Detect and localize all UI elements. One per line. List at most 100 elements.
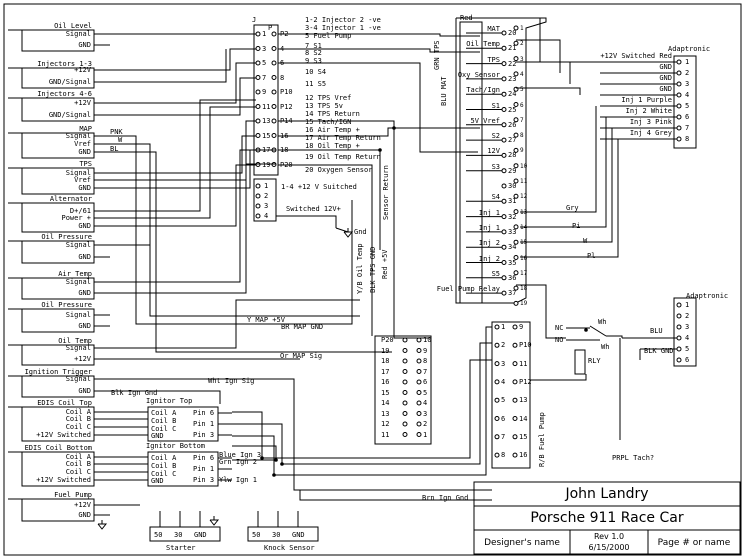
sensor-pin-label: +12V xyxy=(74,501,91,509)
dsub-pin-number: 32 xyxy=(508,212,517,221)
fp-pin xyxy=(512,342,518,348)
dsub-right-pin-number: 9 xyxy=(520,147,524,155)
gnd-symbol xyxy=(343,231,354,238)
sensor-pin-label: +12V Switched xyxy=(36,476,91,484)
adaptronic-top-pin-number: 5 xyxy=(685,102,690,110)
dsub-red-label: Red xyxy=(460,14,473,22)
connector-j-function: 14 TPS Return xyxy=(305,110,360,118)
ignitor-left-label: Coil B xyxy=(151,416,177,425)
dsub-pin-number: 34 xyxy=(508,243,517,252)
ignitor-right-label: Pin 1 xyxy=(193,420,215,429)
wht-ign-label: Wht Ign Sig xyxy=(208,377,255,385)
connector-j-function: 16 Air Temp + xyxy=(305,126,360,134)
sensor-pin-label: Power + xyxy=(61,214,91,222)
connector-j-right-pin: 16 xyxy=(280,131,289,140)
dsub-pin-name: S5 xyxy=(491,269,500,278)
connector-j-left-pin: 15 xyxy=(262,131,271,140)
fp-right-pin: 14 xyxy=(519,414,528,423)
fp-right-pin: P12 xyxy=(519,377,532,386)
dsub-pin-number: 21 xyxy=(508,44,517,53)
brn-ign-gnd-label: Brn Ign Gnd xyxy=(422,494,469,502)
sensor-title: Oil Pressure xyxy=(41,233,92,241)
adaptronic-bottom-pin xyxy=(676,324,682,330)
dsub-right-pin xyxy=(513,255,519,260)
sensor-pin-label: Coil A xyxy=(65,453,91,461)
title-date: 6/15/2000 xyxy=(588,543,630,552)
connector-j-left-pin: 1 xyxy=(262,30,267,38)
connector-j-function: 18 Oil Temp + xyxy=(305,142,360,150)
connector-j-label: J xyxy=(252,16,257,24)
sensor-block-12 xyxy=(21,451,95,487)
fp-right-pin: 15 xyxy=(519,432,528,441)
fp-left-pin: 4 xyxy=(501,377,506,386)
wire-tps-gnd xyxy=(110,149,256,189)
connector-j-pin xyxy=(271,75,277,80)
sensor-pin-label: Coil C xyxy=(65,423,91,431)
dsub-pin xyxy=(501,152,507,158)
dsub-right-pin xyxy=(513,300,519,306)
dsub-pin-name: Inj 2 xyxy=(478,254,500,263)
connector-j-pin xyxy=(271,104,277,109)
dsub-pin xyxy=(501,244,507,250)
wire-inj46-gnd xyxy=(110,77,256,116)
switched-pin xyxy=(255,213,261,219)
dsub-pin-number: 27 xyxy=(508,136,517,145)
wire-alt-power xyxy=(110,106,256,219)
adaptronic-bottom-title: Adaptronic xyxy=(686,292,729,300)
sensor-block-9 xyxy=(21,344,95,366)
fp-left-pin: 7 xyxy=(501,432,506,441)
center-pin xyxy=(402,358,408,364)
dsub-right-pin xyxy=(513,209,519,215)
fp-left-pin: 5 xyxy=(501,396,506,405)
dsub-right-pin xyxy=(513,239,519,245)
connector-j-left-pin: 9 xyxy=(262,88,267,96)
wire-ignitor-top xyxy=(232,359,492,459)
gnd-label: Gnd xyxy=(354,228,367,236)
center-left-pin: 13 xyxy=(381,409,390,418)
center-pin xyxy=(402,421,408,427)
dsub-right-pin xyxy=(513,25,519,31)
red-5v-label: Red +5V xyxy=(381,249,389,279)
center-right-pin: 1 xyxy=(423,430,428,439)
junction-dot xyxy=(274,458,278,462)
fp-pin xyxy=(494,361,500,367)
switched-connector xyxy=(253,178,277,222)
connector-j-pin xyxy=(271,31,277,37)
ignitor-left-label: Coil B xyxy=(151,461,177,470)
sensor-title: EDIS Coil Top xyxy=(37,399,92,407)
sensor-block-7 xyxy=(21,277,95,300)
center-pin xyxy=(416,432,422,437)
wire-5v xyxy=(278,127,480,137)
dsub-right-pin-number: 11 xyxy=(520,178,528,185)
sensor-pin-label: GND xyxy=(78,289,91,297)
connector-j-pin xyxy=(271,46,277,51)
adaptronic-top-pin xyxy=(676,81,682,87)
fp-left-pin: 6 xyxy=(501,414,506,423)
connector-j-pin xyxy=(255,60,261,66)
dsub-pin-number: 36 xyxy=(508,273,517,282)
wire-inj2 xyxy=(520,117,607,228)
adaptronic-bottom-pin-number: 1 xyxy=(685,301,690,309)
dsub-right-pin-number: 7 xyxy=(520,116,524,124)
sensor-pin-label: Signal xyxy=(65,344,91,352)
wire-brn-ign xyxy=(299,490,492,501)
fp-pin xyxy=(512,379,518,385)
connector-j-function: 19 Oil Temp Return xyxy=(305,153,381,161)
connector-j-function: 1-2 Injector 2 -ve xyxy=(305,16,381,24)
switched-pin xyxy=(255,183,261,189)
wire-label-pi: Pi xyxy=(572,222,581,230)
dsub-pin-name: S1 xyxy=(491,101,500,110)
dsub-pin xyxy=(501,183,507,189)
fp-pin xyxy=(494,452,500,458)
sensor-pin-label: GND xyxy=(78,253,91,261)
fuelpump-connector xyxy=(491,321,531,469)
center-pin xyxy=(402,432,408,437)
connector-j-right-pin: P2 xyxy=(280,30,289,38)
center-pin xyxy=(416,337,422,343)
wire-ignitor-grn xyxy=(232,342,492,465)
fp-left-pin: 8 xyxy=(501,451,506,460)
wire-j-mat xyxy=(278,33,480,37)
sensor-block-11 xyxy=(21,406,95,442)
wire-inj46 xyxy=(110,62,256,104)
